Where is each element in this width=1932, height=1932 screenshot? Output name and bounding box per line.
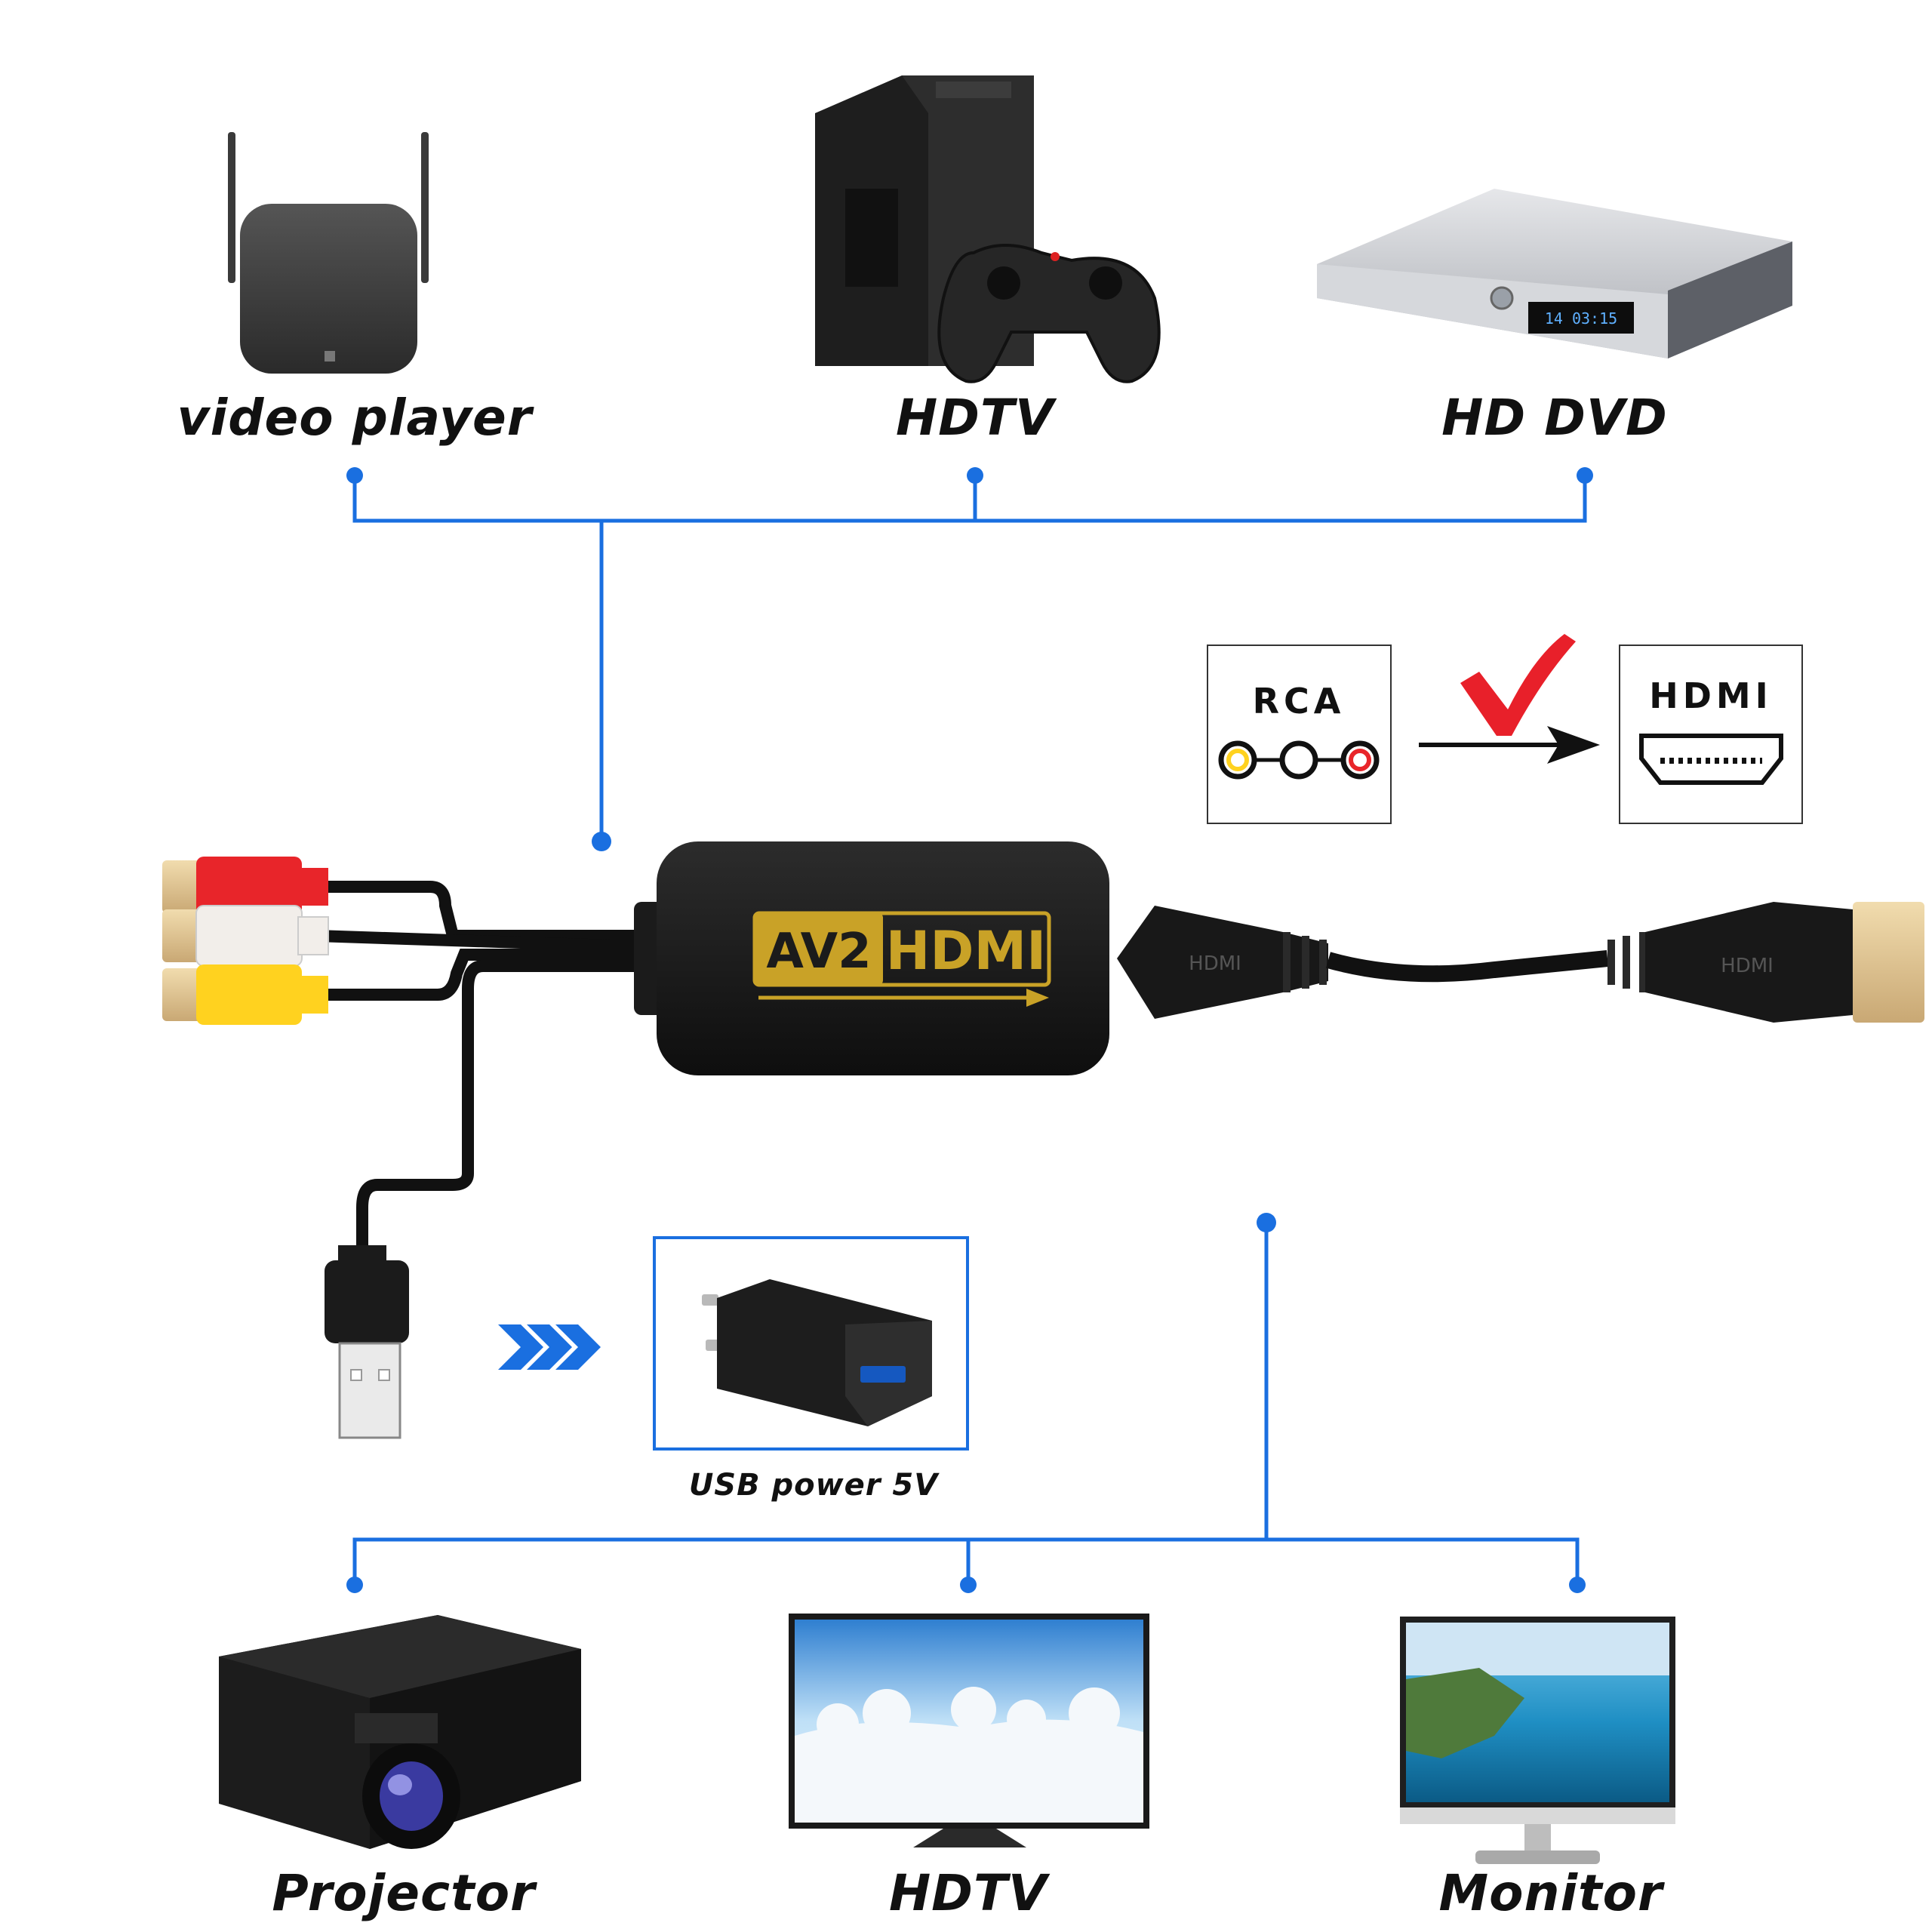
hdmi-label: HDMI — [1649, 675, 1773, 716]
video-player-image — [228, 132, 429, 374]
projector-image — [219, 1615, 581, 1849]
check-mark-icon — [1460, 634, 1576, 736]
adapter-body: AV2 HDMI — [634, 841, 1109, 1075]
hdmi-box: HDMI — [1619, 645, 1803, 824]
rca-red-plug — [162, 857, 328, 917]
projector-label: Projector — [272, 1864, 536, 1922]
monitor-image — [1400, 1617, 1675, 1864]
source-hdtv-label: HDTV — [895, 389, 1055, 447]
dvd-display-text: 14 03:15 — [1545, 309, 1617, 328]
rca-label: RCA — [1253, 681, 1346, 721]
adapter-logo-av: AV2 — [766, 924, 871, 980]
source-connector-lines — [352, 475, 1587, 841]
video-player-label: video player — [177, 389, 533, 447]
rca-box: RCA — [1207, 645, 1392, 824]
cable-marking-left: HDMI — [1189, 952, 1241, 975]
rca-wires — [311, 881, 663, 1259]
rca-yellow-plug — [162, 964, 328, 1025]
chevrons-icon — [498, 1324, 601, 1370]
conversion-arrow — [1419, 726, 1600, 764]
dvd-player-image: 14 03:15 — [1317, 189, 1792, 358]
hd-dvd-label: HD DVD — [1441, 389, 1668, 447]
tv-image — [789, 1614, 1149, 1847]
adapter-logo-hdmi: HDMI — [886, 920, 1046, 982]
pc-console-image — [815, 75, 1161, 383]
hdmi-cable: HDMI HDMI — [1117, 902, 1924, 1023]
source-connector-dots — [346, 467, 1593, 851]
monitor-label: Monitor — [1438, 1864, 1663, 1922]
output-hdtv-label: HDTV — [888, 1864, 1048, 1922]
usb-plug — [325, 1245, 409, 1439]
usb-power-caption: USB power 5V — [688, 1468, 939, 1503]
rca-white-plug — [162, 905, 329, 967]
output-connector-dots — [346, 1213, 1586, 1593]
cable-marking-right: HDMI — [1721, 955, 1774, 977]
hdmi-port-icon — [1639, 734, 1783, 785]
charger-box — [653, 1236, 969, 1451]
